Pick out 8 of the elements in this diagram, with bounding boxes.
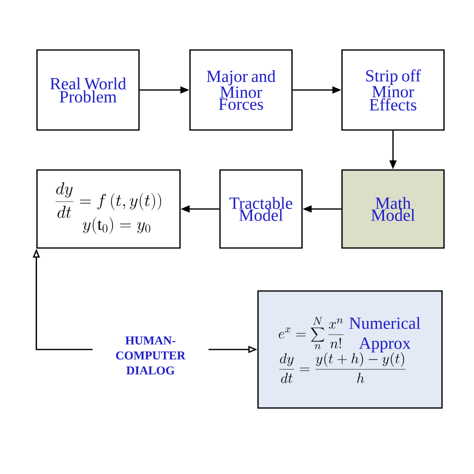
equation-box: $e^x=\sum_n^N\frac{x^n}{n!}$ Numerical Approx $\frac{dy}{dt}=\frac{y(t+h)-y(t)}{h}$ xyxy=(257,290,443,409)
process-box: Real World Problem xyxy=(36,49,140,131)
process-box: Math Model xyxy=(341,169,445,249)
process-box: Tractable Model xyxy=(219,169,303,249)
edge-label: HUMAN-COMPUTER DIALOG xyxy=(92,334,208,377)
process-box: Major and Minor Forces xyxy=(189,49,293,131)
equation-box: $\frac{dy}{dt}=f\left(t,y(t)\right)$ $y(\mathrm{t}_0)=y_0$ xyxy=(36,169,181,249)
process-box: Strip off Minor Effects xyxy=(341,49,445,131)
